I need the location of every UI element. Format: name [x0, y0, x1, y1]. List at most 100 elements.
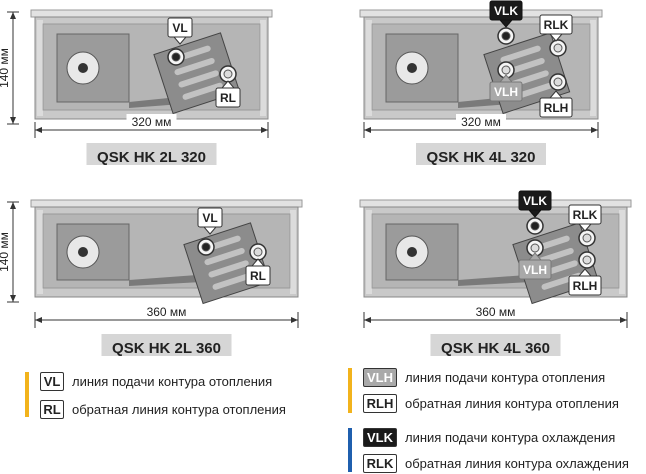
tag-vlk-text: VLK — [494, 4, 518, 18]
exchanger-fin — [178, 70, 219, 88]
width-label: 320 мм — [461, 115, 501, 129]
pipe-vlh — [497, 61, 515, 79]
housing-lid — [30, 9, 273, 18]
legend-item-rlh: RLH обратная линия контура отопления — [363, 392, 619, 414]
tag-vl: VL — [197, 207, 223, 235]
legend-item-vlk: VLK линия подачи контура охлаждения — [363, 426, 615, 448]
tag-vlk: VLK — [518, 190, 552, 218]
legend-text-vlh: линия подачи контура отопления — [405, 369, 606, 385]
diagram-4l-360: VLK RLK VLH RLH 360 мм QSK HK 4L 360 — [359, 190, 632, 357]
tag-vl-text: VL — [172, 21, 187, 35]
dim-arrow — [261, 127, 268, 133]
dim-arrow — [591, 127, 598, 133]
tag-rlk: RLK — [568, 204, 602, 232]
tag-vlk: VLK — [489, 0, 523, 28]
tag-rlk: RLK — [539, 14, 573, 42]
legend-item-vl: VL линия подачи контура отопления — [40, 370, 272, 392]
exchanger-fin — [208, 260, 249, 278]
tag-rlk-text: RLK — [573, 208, 598, 222]
width-label: 320 мм — [132, 115, 172, 129]
pipe-rlk — [578, 229, 596, 247]
dim-arrow — [10, 295, 16, 302]
pipe-vl — [167, 48, 185, 66]
tag-rl: RL — [245, 258, 271, 286]
tag-rlk-text: RLK — [544, 18, 569, 32]
dim-arrow — [620, 317, 627, 323]
model-label-box — [416, 143, 546, 165]
diagram-2l-320: VL RL 320 мм 140 мм QSK HK 2L 320 — [0, 9, 273, 166]
model-label-box — [86, 143, 217, 165]
tag-vl: VL — [167, 17, 193, 45]
height-label: 140 мм — [0, 48, 11, 88]
legend-item-rlk: RLK обратная линия контура охлаждения — [363, 452, 629, 474]
exchanger-fin — [512, 82, 553, 100]
legend-text-rlh: обратная линия контура отопления — [405, 395, 619, 411]
tag-rlh: RLH — [539, 90, 573, 118]
fan-hub-icon — [78, 63, 88, 73]
dim-arrow — [10, 12, 16, 19]
pipe-rlh — [549, 73, 567, 91]
pipe-rl — [219, 65, 237, 83]
width-label: 360 мм — [147, 305, 187, 319]
legend-text-rlk: обратная линия контура охлаждения — [405, 455, 629, 471]
dim-arrow — [10, 202, 16, 209]
tag-vlh-text: VLH — [494, 85, 518, 99]
legend-heating-bar-left — [25, 372, 29, 417]
legend-text-rl: обратная линия контура отопления — [72, 401, 286, 417]
legend-item-vlh: VLH линия подачи контура отопления — [363, 366, 605, 388]
legend-tag-vl: VL — [40, 371, 64, 391]
tag-rlh-text: RLH — [544, 101, 569, 115]
width-label-bg — [126, 114, 177, 128]
tag-rlh-text: RLH — [573, 279, 598, 293]
tag-vlh: VLH — [489, 74, 523, 102]
legend-tag-vlh: VLH — [363, 367, 397, 387]
dim-arrow — [10, 117, 16, 124]
legend-tag-rlh: RLH — [363, 393, 397, 413]
model-label: QSK HK 4L 320 — [427, 149, 536, 166]
legend-tag-rlk: RLK — [363, 453, 397, 473]
legend-text-vlk: линия подачи контура охлаждения — [405, 429, 616, 445]
dim-arrow — [291, 317, 298, 323]
pipe-vlk — [497, 27, 515, 45]
fan-hub-icon — [78, 247, 88, 257]
tag-rl-text: RL — [250, 269, 266, 283]
fan-hub-icon — [407, 247, 417, 257]
tag-rl: RL — [215, 80, 241, 108]
pipe-vlk — [526, 217, 544, 235]
dim-arrow — [364, 317, 371, 323]
exchanger-fin — [204, 247, 245, 266]
pipe-rl — [249, 243, 267, 261]
diagram-2l-360: VL RL 360 мм 140 мм QSK HK 2L 360 — [0, 199, 303, 357]
legend-item-rl: RL обратная линия контура отопления — [40, 398, 286, 420]
exchanger-fin — [174, 57, 215, 76]
width-label-bg — [141, 304, 192, 318]
width-label-bg — [470, 304, 521, 318]
legend-cooling-bar-right — [348, 428, 352, 472]
model-label-box — [101, 334, 232, 356]
model-label: QSK HK 4L 360 — [441, 340, 550, 357]
legend-text-vl: линия подачи контура отопления — [72, 373, 273, 389]
tag-vl-text: VL — [202, 211, 217, 225]
housing-lid — [30, 199, 303, 208]
model-label: QSK HK 2L 360 — [112, 340, 221, 357]
height-label: 140 мм — [0, 232, 11, 272]
width-label-bg — [456, 114, 506, 128]
pipe-vl — [197, 238, 215, 256]
diagram-4l-320: VLK RLK VLH RLH 320 мм QSK HK 4L 320 — [359, 0, 603, 166]
dim-arrow — [35, 317, 42, 323]
model-label: QSK HK 2L 320 — [97, 149, 206, 166]
pipe-rlh — [578, 251, 596, 269]
model-label-box — [430, 334, 561, 356]
legend-heating-bar-right — [348, 368, 352, 413]
tag-rl-text: RL — [220, 91, 236, 105]
tag-vlh-text: VLH — [523, 263, 547, 277]
dim-arrow — [364, 127, 371, 133]
legend-tag-vlk: VLK — [363, 427, 397, 447]
tag-vlh: VLH — [518, 252, 552, 280]
exchanger-fin — [500, 45, 541, 63]
width-label: 360 мм — [476, 305, 516, 319]
dim-arrow — [35, 127, 42, 133]
legend-tag-rl: RL — [40, 399, 64, 419]
